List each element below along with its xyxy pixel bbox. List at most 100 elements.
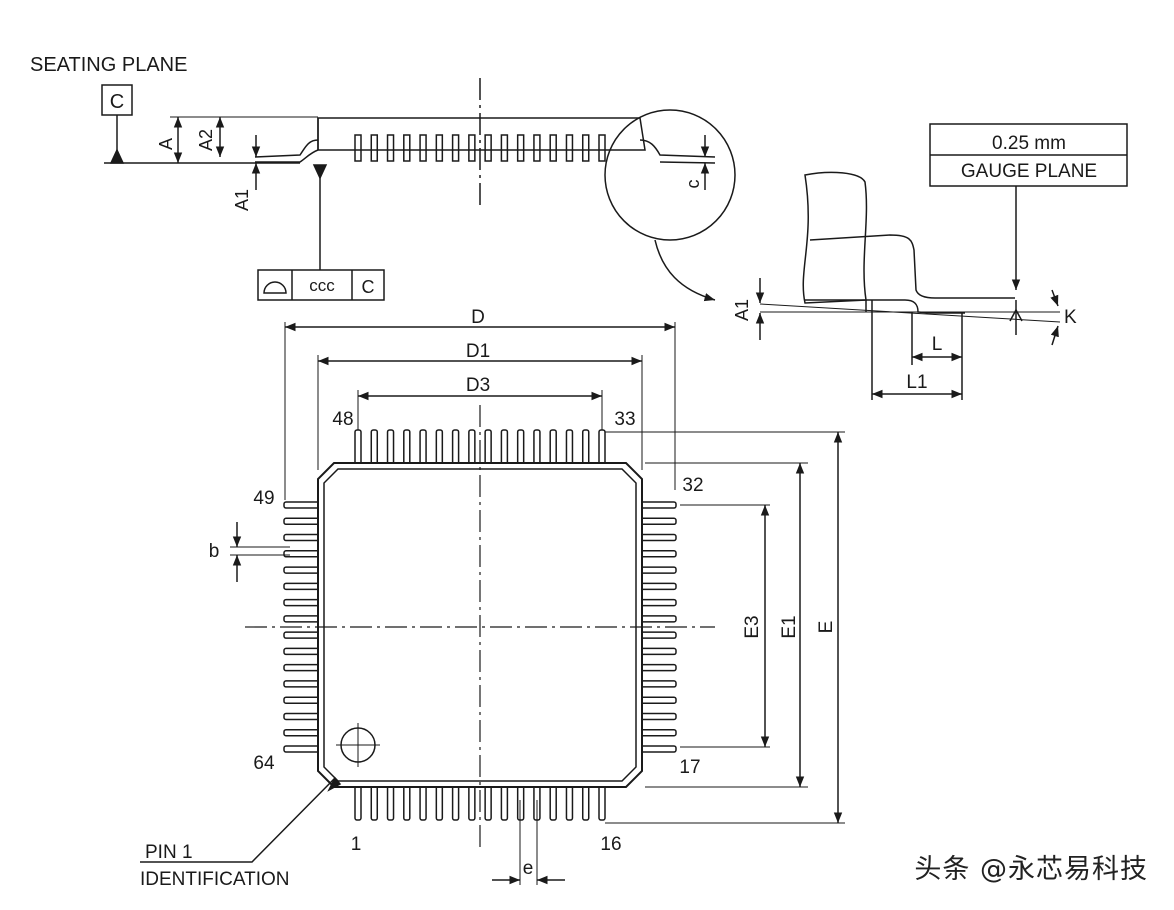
dim-A-label: A	[156, 138, 176, 150]
lead-left	[283, 550, 320, 558]
lead-right	[640, 728, 677, 737]
lead-right	[640, 696, 677, 704]
lead-left	[283, 615, 320, 623]
lead-top	[451, 429, 460, 465]
lead-bottom	[598, 785, 606, 821]
side-lead	[403, 134, 411, 162]
lead-left	[283, 582, 320, 591]
lead-right	[640, 615, 677, 623]
flatness-symbol	[263, 281, 287, 294]
side-leads	[354, 134, 606, 162]
lead-top	[598, 429, 606, 465]
dim-L1-label: L1	[906, 372, 927, 393]
lead-left	[283, 533, 320, 542]
pin-number-17: 17	[679, 757, 700, 778]
lead-top	[435, 429, 444, 465]
lead-bottom	[451, 785, 460, 821]
lead-right	[640, 533, 677, 542]
pin-number-64: 64	[253, 753, 275, 774]
side-lead	[549, 134, 557, 162]
fcf-tolerance: ccc	[309, 276, 335, 295]
side-lead	[435, 134, 444, 162]
lead-top	[354, 429, 362, 465]
lead-right	[640, 680, 677, 688]
lead-top	[500, 429, 509, 465]
lead-right	[640, 663, 677, 672]
dim-D1-label: D1	[466, 341, 490, 362]
lead-bottom	[484, 785, 492, 821]
pin1-label-line1: PIN 1	[145, 842, 193, 863]
detail-circle	[604, 109, 736, 241]
fcf-datum: C	[362, 277, 375, 297]
lead-right	[640, 582, 677, 591]
dim-A1-detail-label: A1	[732, 299, 752, 321]
side-lead	[484, 134, 492, 162]
pin-number-32: 32	[682, 475, 703, 496]
lead-left	[283, 663, 320, 672]
side-body	[317, 117, 646, 151]
side-lead	[598, 134, 606, 162]
pin-number-49: 49	[253, 488, 274, 509]
lead-bottom	[354, 785, 362, 821]
lead-bottom	[403, 785, 411, 821]
side-lead	[581, 134, 590, 162]
side-lead	[565, 134, 574, 162]
lead-left	[283, 647, 320, 656]
lead-right	[640, 712, 677, 721]
dim-c-label: c	[683, 180, 703, 189]
lead-bottom	[370, 785, 379, 821]
side-view: SEATING PLANE C A A2 A1 ccc	[30, 54, 736, 302]
lead-right	[640, 598, 677, 607]
dim-D3-label: D3	[466, 375, 490, 396]
lead-bottom	[581, 785, 590, 821]
lead-right	[640, 566, 677, 574]
lead-top	[386, 429, 395, 465]
pin1-label-line2: IDENTIFICATION	[140, 869, 290, 890]
dim-E1-label: E1	[779, 615, 800, 638]
datum-c-letter: C	[110, 91, 124, 113]
lead-top	[403, 429, 411, 465]
lead-top	[370, 429, 379, 465]
lead-bottom	[565, 785, 574, 821]
lead-top	[565, 429, 574, 465]
side-lead	[451, 134, 460, 162]
lead-top	[468, 429, 476, 465]
lead-top	[549, 429, 557, 465]
lead-top	[581, 429, 590, 465]
side-lead	[370, 134, 379, 162]
lead-left	[283, 680, 320, 688]
side-lead	[533, 134, 541, 162]
pin-number-1: 1	[351, 834, 362, 855]
lead-detail: 0.25 mm GAUGE PLANE K A1 L L1	[732, 123, 1128, 400]
dim-E-label: E	[816, 621, 837, 634]
lead-bottom	[549, 785, 557, 821]
lead-top	[533, 429, 541, 465]
lead-right	[640, 501, 677, 509]
side-lead	[500, 134, 509, 162]
gauge-plane-label: GAUGE PLANE	[961, 161, 1097, 182]
lead-bottom	[468, 785, 476, 821]
lead-right	[640, 517, 677, 526]
lead-bottom	[500, 785, 509, 821]
lead-right	[640, 550, 677, 558]
lead-left	[283, 501, 320, 509]
lead-bottom	[419, 785, 427, 821]
pin-number-33: 33	[614, 409, 635, 430]
lead-left	[283, 745, 320, 753]
lead-top	[516, 429, 525, 465]
gauge-value: 0.25 mm	[992, 133, 1066, 154]
lead-left	[283, 598, 320, 607]
dim-e-label: e	[523, 858, 534, 879]
lead-bottom	[435, 785, 444, 821]
lead-left	[283, 712, 320, 721]
lead-right	[640, 745, 677, 753]
coplanarity-frame	[257, 269, 385, 301]
side-lead	[419, 134, 427, 162]
dim-E3-label: E3	[742, 615, 763, 638]
side-lead	[516, 134, 525, 162]
side-lead	[354, 134, 362, 162]
lead-left	[283, 696, 320, 704]
pin-number-16: 16	[600, 834, 621, 855]
lead-left	[283, 631, 320, 639]
